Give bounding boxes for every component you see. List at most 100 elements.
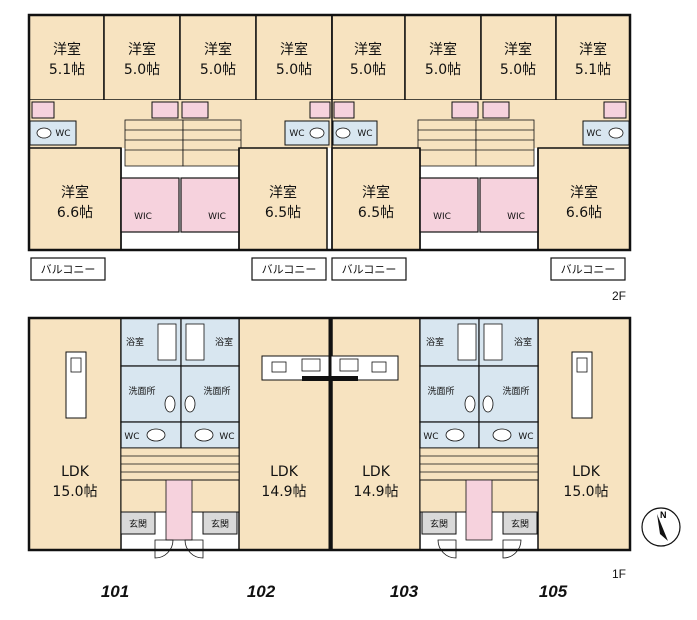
- room-name: 洋室: [504, 41, 532, 58]
- wet-area-c: 浴室 洗面所 WC: [419, 317, 480, 449]
- wic-label: WIC: [507, 212, 525, 222]
- stairs-2f: [124, 119, 535, 167]
- unit-number: 101: [101, 582, 129, 601]
- balcony-3: バルコニー: [331, 257, 407, 281]
- room-size: 5.0帖: [124, 62, 160, 78]
- room-2f-top-2: 洋室 5.0帖: [103, 14, 181, 101]
- room-2f-top-7: 洋室 5.0帖: [480, 14, 557, 101]
- ldk-size: 14.9帖: [261, 484, 306, 500]
- floor-label-2f: 2F: [612, 289, 626, 303]
- room-name: 洋室: [362, 184, 390, 201]
- room-size: 5.0帖: [276, 62, 312, 78]
- room-name: 洋室: [429, 41, 457, 58]
- room-name: 洋室: [280, 41, 308, 58]
- ldk-name: LDK: [61, 464, 90, 480]
- entrance-1: 玄関: [120, 511, 156, 535]
- ldk-4: LDK 15.0帖: [537, 317, 631, 551]
- room-2f-big-3: 洋室 6.5帖: [331, 147, 421, 251]
- wall-2f: [27, 13, 632, 252]
- room-size: 6.5帖: [265, 205, 301, 221]
- unit-number: 102: [247, 582, 276, 601]
- wet-area-b: 浴室 洗面所 WC: [180, 317, 240, 449]
- room-2f-top-5: 洋室 5.0帖: [331, 14, 406, 101]
- entrance-2: 玄関: [202, 511, 238, 535]
- room-size: 5.0帖: [350, 62, 386, 78]
- door-swings-1f: [154, 539, 522, 559]
- room-name: 洋室: [579, 41, 607, 58]
- room-size: 6.6帖: [57, 205, 93, 221]
- room-size: 5.0帖: [500, 62, 536, 78]
- ldk-3: LDK 14.9帖: [331, 317, 421, 551]
- room-size: 5.1帖: [575, 62, 611, 78]
- room-2f-big-2: 洋室 6.5帖: [238, 147, 328, 251]
- wic-2f-2: WIC: [180, 177, 240, 233]
- ldk-name: LDK: [362, 464, 391, 480]
- wc-label: WC: [289, 129, 304, 139]
- wc-label: WC: [423, 432, 438, 442]
- room-name: 洋室: [61, 184, 89, 201]
- room-2f-top-8: 洋室 5.1帖: [555, 14, 631, 101]
- entrance-3: 玄関: [421, 511, 457, 535]
- wc-label: WC: [357, 129, 372, 139]
- room-name: 洋室: [53, 41, 81, 58]
- bath-label: 浴室: [426, 336, 444, 348]
- floor-label-1f: 1F: [612, 567, 626, 581]
- room-name: 洋室: [128, 41, 156, 58]
- hall-1f: [120, 479, 539, 541]
- wic-2f-4: WIC: [479, 177, 539, 233]
- bath-label: 浴室: [514, 336, 532, 348]
- ldk-2: LDK 14.9帖: [238, 317, 331, 551]
- compass-icon: N: [641, 507, 681, 547]
- floor-2f: 洋室 5.1帖 洋室 5.0帖 洋室 5.0帖 洋室 5.0帖 洋室 5.0帖 …: [27, 13, 632, 303]
- balcony-4: バルコニー: [550, 257, 626, 281]
- wic-label: WIC: [134, 212, 152, 222]
- entrance-label: 玄関: [211, 518, 229, 530]
- wc-2f-2: WC: [284, 120, 330, 146]
- room-name: 洋室: [269, 184, 297, 201]
- bath-label: 浴室: [126, 336, 144, 348]
- room-2f-top-6: 洋室 5.0帖: [404, 14, 482, 101]
- balcony-label: バルコニー: [41, 263, 96, 276]
- ldk-size: 15.0帖: [563, 484, 608, 500]
- wc-2f-1: WC: [29, 120, 77, 146]
- wic-2f-1: WIC: [120, 177, 180, 233]
- washroom-label: 洗面所: [427, 385, 454, 397]
- balcony-label: バルコニー: [561, 263, 616, 276]
- room-size: 6.6帖: [566, 205, 602, 221]
- balcony-1: バルコニー: [30, 257, 106, 281]
- ldk-size: 14.9帖: [353, 484, 398, 500]
- room-size: 6.5帖: [358, 205, 394, 221]
- room-size: 5.0帖: [425, 62, 461, 78]
- unit-number: 105: [539, 582, 568, 601]
- room-name: 洋室: [570, 184, 598, 201]
- wet-area-d: 浴室 洗面所 WC: [478, 317, 539, 449]
- ldk-name: LDK: [572, 464, 601, 480]
- stairs-1f: [120, 447, 539, 481]
- entrance-label: 玄関: [511, 518, 529, 530]
- wic-2f-3: WIC: [419, 177, 479, 233]
- entrance-label: 玄関: [129, 518, 147, 530]
- wc-label: WC: [55, 129, 70, 139]
- wc-label: WC: [518, 432, 533, 442]
- room-2f-top-1: 洋室 5.1帖: [28, 14, 105, 101]
- ldk-name: LDK: [270, 464, 299, 480]
- room-2f-top-4: 洋室 5.0帖: [255, 14, 333, 101]
- washroom-label: 洗面所: [502, 385, 529, 397]
- ldk-1: LDK 15.0帖: [28, 317, 122, 551]
- room-size: 5.1帖: [49, 62, 85, 78]
- room-2f-top-3: 洋室 5.0帖: [179, 14, 257, 101]
- room-2f-big-4: 洋室 6.6帖: [537, 147, 631, 251]
- wc-label: WC: [586, 129, 601, 139]
- room-name: 洋室: [204, 41, 232, 58]
- ldk-size: 15.0帖: [52, 484, 97, 500]
- wc-2f-3: WC: [332, 120, 378, 146]
- room-name: 洋室: [354, 41, 382, 58]
- washroom-label: 洗面所: [203, 385, 230, 397]
- floor-1f: LDK 15.0帖 LDK 14.9帖 LDK 14.9帖 LDK 15.0帖: [27, 316, 632, 581]
- bath-label: 浴室: [215, 336, 233, 348]
- wc-label: WC: [124, 432, 139, 442]
- balcony-label: バルコニー: [342, 263, 397, 276]
- washroom-label: 洗面所: [128, 385, 155, 397]
- balcony-label: バルコニー: [262, 263, 317, 276]
